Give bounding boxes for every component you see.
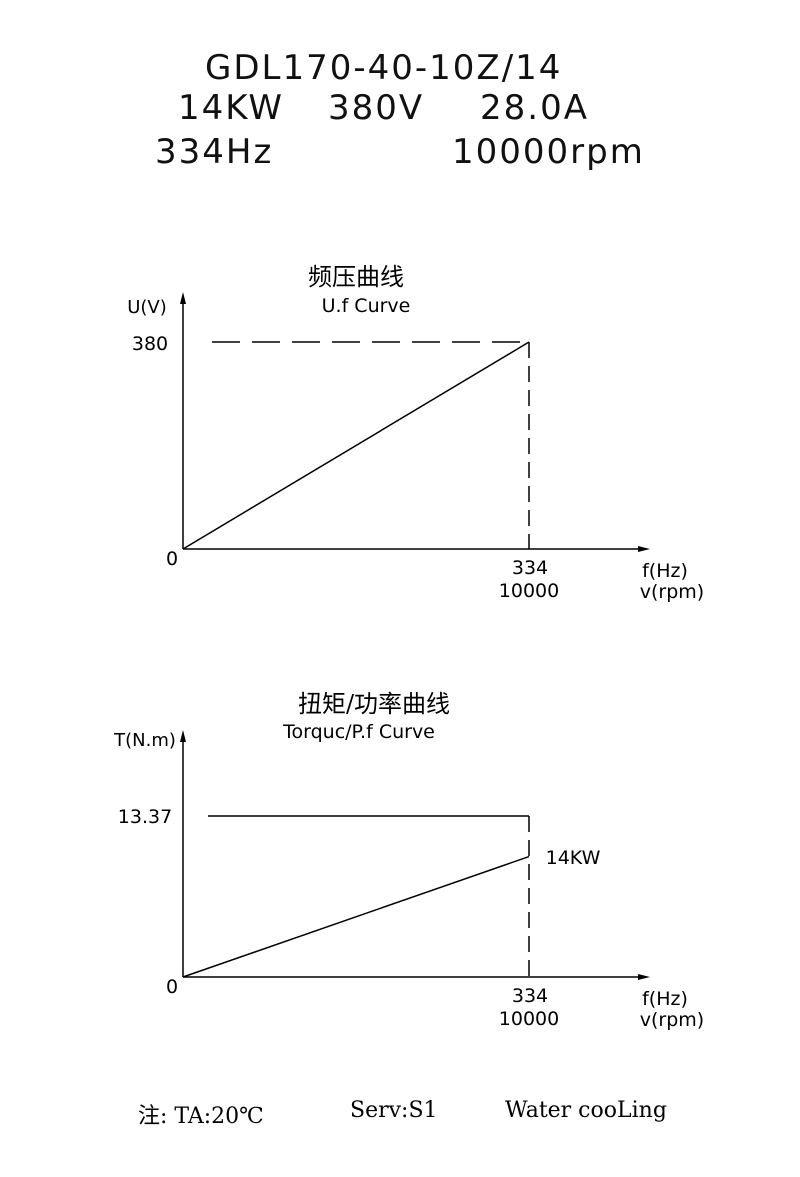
chart1-x-tick-label: 334 [512,557,548,579]
chart1-subtitle: U.f Curve [322,295,411,317]
chart1-title: 频压曲线 [308,263,404,291]
chart1-y-tick-label: 380 [132,333,168,355]
chart2-origin-label: 0 [166,976,178,998]
footer-cooling: Water cooLing [505,1098,667,1123]
chart2-xlabel: f(Hz) [642,988,688,1010]
chart1-x-arrow [638,546,650,552]
chart1-xlabel: f(Hz) [642,560,688,582]
chart1-series-line [182,341,530,550]
chart2-x-tick-label: 334 [512,985,548,1007]
rated-current: 28.0A [480,88,589,128]
footer-note: 注: TA:20℃ [138,1104,264,1129]
rated-frequency: 334Hz [155,132,274,172]
chart2-power-line [182,855,530,978]
chart2-ylabel: T(N.m) [113,730,176,751]
chart2-x-secondary-tick-label: 10000 [499,1008,559,1030]
rated-power: 14KW [178,88,284,128]
chart1-ylabel: U(V) [127,297,167,318]
rated-speed: 10000rpm [452,132,645,172]
chart1-xlabel-secondary: v(rpm) [640,581,704,603]
chart2-xlabel-secondary: v(rpm) [640,1009,704,1031]
footer-serv: Serv:S1 [350,1098,438,1123]
chart2-x-arrow [638,974,650,980]
chart2-series-label: 14KW [546,847,601,869]
chart2-title: 扭矩/功率曲线 [298,690,450,718]
chart2-subtitle: Torquc/P.f Curve [282,721,435,743]
chart1-y-arrow [180,292,186,304]
chart1-origin-label: 0 [166,548,178,570]
chart2-y-arrow [180,730,186,742]
chart1-x-secondary-tick-label: 10000 [499,580,559,602]
rated-voltage: 380V [328,88,425,128]
model-number: GDL170-40-10Z/14 [205,48,563,88]
chart2-y-tick-label: 13.37 [118,806,172,828]
